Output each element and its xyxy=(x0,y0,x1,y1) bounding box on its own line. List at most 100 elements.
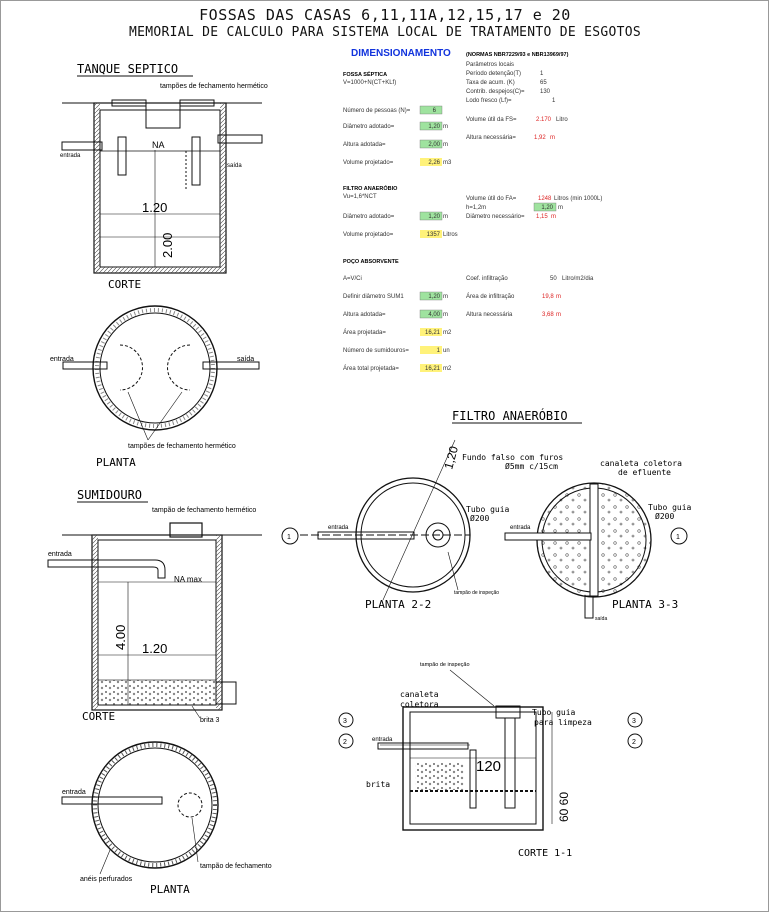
fossa-tabela-label: Taxa de acum. (K) xyxy=(466,80,515,86)
poco-num-value: 1 xyxy=(437,348,441,354)
tanque-corte-label: CORTE xyxy=(108,278,141,291)
fossa-vol-unit: m3 xyxy=(443,160,452,166)
fossa-contrib-label: Contrib. despejos(C)= xyxy=(466,89,525,95)
marker-1-right: 1 xyxy=(676,534,680,541)
sumidouro-section: SUMIDOURO tampão de fechamento hermético… xyxy=(47,488,272,896)
filtro-canaleta-label: canaleta coletora xyxy=(600,459,682,468)
tanque-entrada-label: entrada xyxy=(60,153,81,159)
filtro-corte-canaleta2: coletora xyxy=(400,700,439,709)
sumidouro-plan-entrada: entrada xyxy=(62,789,86,796)
fossa-altnec-unit: m xyxy=(550,135,555,141)
poco-altnec-value: 3,68 xyxy=(542,312,554,318)
filtro-corte-canaleta: canaleta xyxy=(400,690,439,699)
filtro-corte-tampao: tampão de inspeção xyxy=(420,662,470,668)
filtro-tubo-guia-22: Tubo guia xyxy=(466,505,510,514)
filtro-diam-unit: m xyxy=(443,214,448,220)
filtro-corte11-label: CORTE 1-1 xyxy=(518,848,572,859)
sumidouro-title: SUMIDOURO xyxy=(77,488,142,502)
filtro-corte-dim-vertical: 60 60 xyxy=(557,792,571,822)
poco-areainf-value: 19,8 xyxy=(542,294,554,300)
poco-diam-value: 1,20 xyxy=(428,294,440,300)
fossa-diam-value: 1,20 xyxy=(428,124,440,130)
filtro-saida-33: saída xyxy=(595,616,607,622)
poco-num-unit: un xyxy=(443,348,450,354)
fossa-formula: V=1000+N(CT+KLf) xyxy=(343,80,396,86)
filtro-calc-title: FILTRO ANAERÓBIO xyxy=(343,184,398,192)
filtro-corte-tubo2: para limpeza xyxy=(534,718,592,727)
filtro-tubo-guia-22b: Ø200 xyxy=(470,513,489,523)
sumidouro-entrada-label: entrada xyxy=(48,551,72,558)
fossa-altnec-value: 1,92 xyxy=(534,135,546,141)
filtro-h-label: h=1,2m xyxy=(466,205,486,211)
marker-3-right: 3 xyxy=(632,718,636,725)
marker-2-left: 2 xyxy=(343,739,347,746)
filtro-diamnec-value: 1,15 xyxy=(536,214,548,220)
fossa-title: FOSSA SÉPTICA xyxy=(343,70,387,78)
fossa-diam-unit: m xyxy=(443,124,448,130)
filtro-tampao-22: tampão de inspeção xyxy=(454,590,499,596)
filtro-section: FILTRO ANAERÓBIO 1,20 Fundo falso com fu… xyxy=(281,408,692,859)
poco-formula: A=V/Ci xyxy=(343,276,362,282)
fossa-vutil-label: Volume útil da FS= xyxy=(466,117,517,123)
poco-areaproj-unit: m2 xyxy=(443,330,452,336)
fossa-vol-label: Volume projetado= xyxy=(343,160,394,166)
sumidouro-planta-label: PLANTA xyxy=(150,883,190,896)
fossa-vol-value: 2,26 xyxy=(428,160,440,166)
filtro-h-value: 1,20 xyxy=(541,205,553,211)
fossa-periodo-value: 1 xyxy=(540,71,544,77)
filtro-formula: Vu=1,6*NCT xyxy=(343,194,377,200)
filtro-vol-label: Volume projetado= xyxy=(343,232,394,238)
fossa-vutil-unit: Litro xyxy=(556,117,568,123)
filtro-vutil-label: Volume útil do FA= xyxy=(466,196,517,202)
fossa-altura-value: 2,00 xyxy=(428,142,440,148)
poco-areainf-unit: m xyxy=(556,294,561,300)
poco-coef-label: Coef. infiltração xyxy=(466,276,508,282)
tanque-na-label: NA xyxy=(152,140,165,150)
fossa-altnec-label: Altura necessária= xyxy=(466,135,516,141)
filtro-tubo-guia-33b: Ø200 xyxy=(655,511,674,521)
poco-diam-unit: m xyxy=(443,294,448,300)
fossa-vutil-value: 2.170 xyxy=(536,117,552,123)
tanque-septico-section: TANQUE SEPTICO tampões de fechamento her… xyxy=(50,62,268,469)
tanque-saida-label: saída xyxy=(227,163,242,169)
filtro-fundo-label: Fundo falso com furos xyxy=(462,453,563,462)
poco-total-value: 16,21 xyxy=(425,366,441,372)
filtro-planta33-label: PLANTA 3-3 xyxy=(612,598,678,611)
sumidouro-brita-label: brita 3 xyxy=(200,717,220,724)
filtro-tubo-guia-33: Tubo guia xyxy=(648,503,692,512)
sumidouro-corte-label: CORTE xyxy=(82,710,115,723)
fossa-altura-label: Altura adotada= xyxy=(343,142,386,148)
poco-total-unit: m2 xyxy=(443,366,452,372)
filtro-corte-brita: brita xyxy=(366,780,390,789)
tanque-planta-label: PLANTA xyxy=(96,456,136,469)
poco-title: POÇO ABSORVENTE xyxy=(343,259,399,265)
filtro-vol-unit: Litros xyxy=(443,232,458,238)
fossa-pessoas-value: 6 xyxy=(433,108,437,114)
poco-areaproj-value: 16,21 xyxy=(425,330,441,336)
filtro-vutil-unit: Litros (min 1000L) xyxy=(554,196,602,202)
sheet-subtitle: MEMORIAL DE CALCULO PARA SISTEMA LOCAL D… xyxy=(129,25,641,40)
fossa-altura-unit: m xyxy=(443,142,448,148)
tanque-dim-width: 1.20 xyxy=(142,200,167,215)
marker-2-right: 2 xyxy=(632,739,636,746)
filtro-entrada-22: entrada xyxy=(328,525,349,531)
tanque-lid-label: tampões de fechamento hermético xyxy=(160,83,268,90)
sumidouro-dim-height: 4.00 xyxy=(113,625,128,650)
sheet-title: FOSSAS DAS CASAS 6,11,11A,12,15,17 e 20 xyxy=(199,6,571,24)
sumidouro-aneis-label: anéis perfurados xyxy=(80,876,133,883)
poco-altura-value: 4,00 xyxy=(428,312,440,318)
filtro-canaleta-label2: de efluente xyxy=(618,468,671,477)
filtro-vutil-value: 1248 xyxy=(538,196,552,202)
filtro-title: FILTRO ANAERÓBIO xyxy=(452,408,568,423)
marker-3-left: 3 xyxy=(343,718,347,725)
calc-title: DIMENSIONAMENTO xyxy=(351,48,451,59)
sumidouro-lid-label: tampão de fechamento hermético xyxy=(152,507,256,514)
poco-altnec-unit: m xyxy=(556,312,561,318)
filtro-entrada-33: entrada xyxy=(510,525,531,531)
tanque-title: TANQUE SEPTICO xyxy=(77,62,178,76)
filtro-vol-value: 1357 xyxy=(427,232,441,238)
tanque-plan-saida: saída xyxy=(237,356,254,363)
poco-coef-unit: Litro/m2/dia xyxy=(562,276,594,282)
